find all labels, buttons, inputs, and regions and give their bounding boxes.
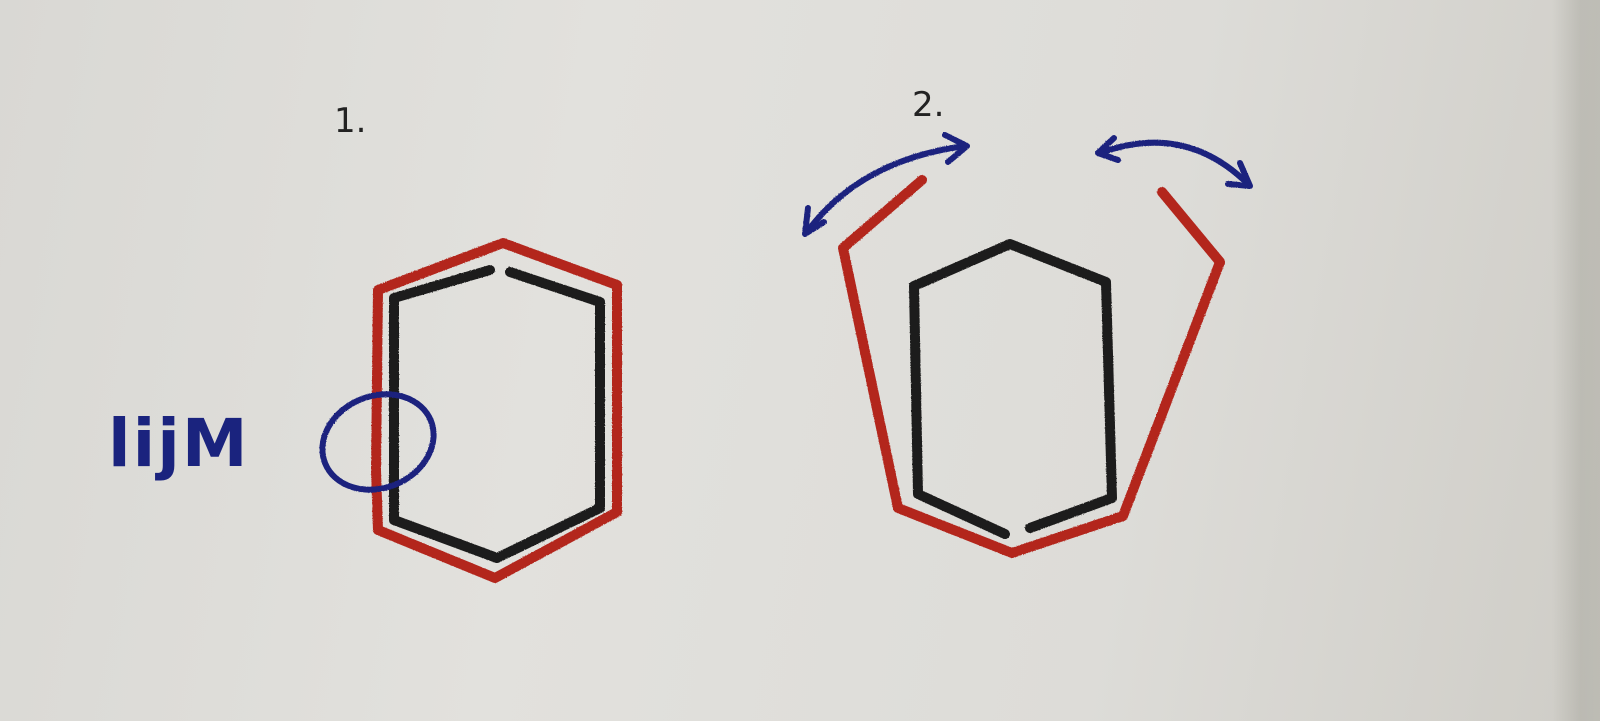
figure-2 [802,132,1253,558]
glue-label: lijM [108,405,250,482]
paper-edge [1552,0,1600,721]
step-2-label: 2. [912,85,944,125]
step-1-label: 1. [334,101,366,141]
inner-hexagon-black-open [909,239,1117,539]
double-arrow-right-icon [1095,135,1253,189]
glue-circle-icon [319,391,437,493]
inner-hexagon-black [389,265,605,563]
figure-1 [319,238,622,583]
double-arrow-left-icon [802,132,970,237]
outer-frame-red-open [838,175,1225,558]
outer-hexagon-red [371,238,622,583]
